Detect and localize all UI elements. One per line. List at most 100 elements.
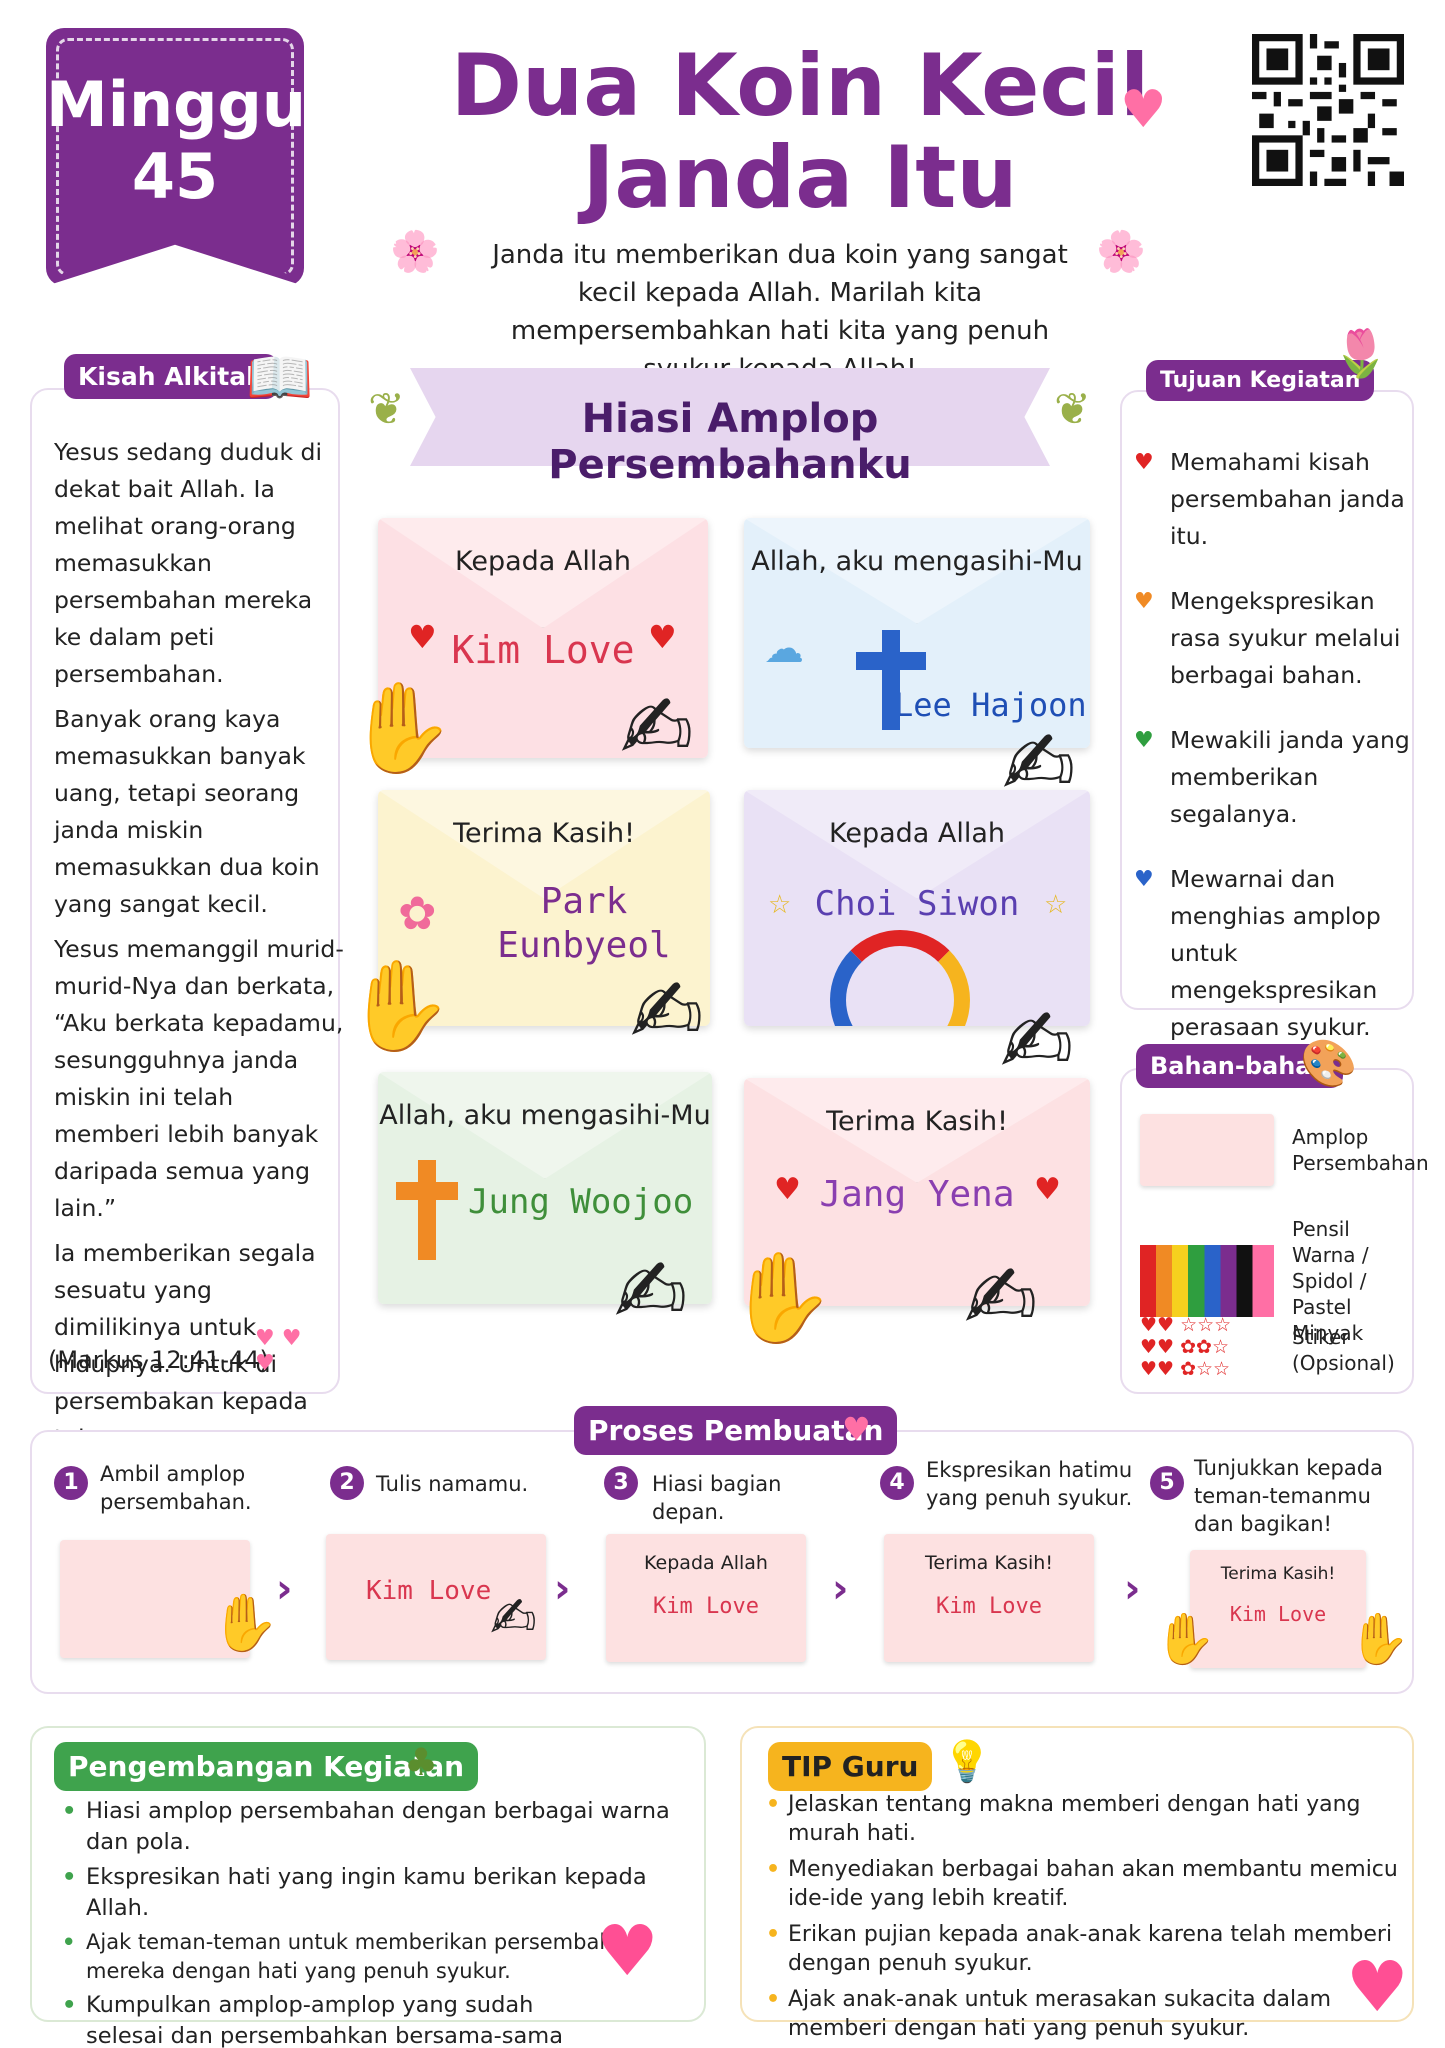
step-label: Ambil amplop persembahan. <box>100 1462 252 1514</box>
goal-item: ♥Mewakili janda yang memberikan segalany… <box>1134 722 1414 833</box>
list-item: Menyediakan berbagai bahan akan membantu… <box>766 1855 1406 1913</box>
material-item: Amplop Persembahan <box>1140 1114 1429 1186</box>
tips-tag: TIP Guru <box>768 1742 933 1791</box>
goals-tag: Tujuan Kegiatan <box>1146 360 1375 401</box>
heart-icon: ♥ <box>842 1410 871 1448</box>
star-icon: ☆ <box>1044 890 1068 920</box>
book-icon: 📖 <box>246 346 314 409</box>
heart-icon: ♥ <box>1120 80 1167 140</box>
flower-icon: 🌸 <box>1096 229 1146 275</box>
hand-icon: ✋ <box>1348 1610 1411 1668</box>
hand-drawing-icon: ✍ <box>614 1240 688 1343</box>
tulip-icon: 🌷 <box>1332 326 1390 380</box>
hand-drawing-icon: ✍ <box>964 1246 1038 1349</box>
sprout-icon: ♣ <box>404 1740 439 1784</box>
envelope-bg <box>378 518 708 758</box>
development-tag: Pengembangan Kegiatan <box>54 1742 479 1791</box>
arrow-icon: › <box>1124 1566 1141 1612</box>
list-item: Hiasi amplop persembahan dengan berbagai… <box>60 1796 680 1858</box>
envelope-name: Park Eunbyeol <box>497 881 671 966</box>
step-label: Ekspresikan hatimu yang penuh syukur. <box>926 1458 1133 1510</box>
cross-icon <box>856 652 926 670</box>
envelope-card: Kepada Allah Choi Siwon ☆ ☆ <box>744 790 1090 1026</box>
hand-icon: ✋ <box>726 1246 836 1349</box>
heart-icon: ♥ <box>1134 867 1154 892</box>
envelope-name: Kim Love <box>451 628 635 672</box>
hand-icon: ✋ <box>1154 1610 1217 1668</box>
step-label: Tulis namamu. <box>376 1472 529 1496</box>
heart-icon: ♥ <box>1134 728 1154 753</box>
goals-panel <box>1120 390 1414 1010</box>
hearts-icon: ♥ ♥♥ <box>255 1326 302 1376</box>
story-text: Yesus sedang duduk di dekat bait Allah. … <box>54 434 344 1465</box>
envelope-heading: Kepada Allah <box>828 818 1006 849</box>
step-envelope: Kepada Allah Kim Love <box>606 1534 806 1662</box>
step-envelope: Kim Love <box>326 1534 546 1660</box>
title-line-2: Janda Itu <box>582 128 1018 228</box>
step-envelope <box>60 1540 250 1658</box>
bible-reference: (Markus 12:41-44) <box>48 1346 269 1374</box>
hand-icon: ✋ <box>346 676 456 779</box>
title-line-1: Dua Koin Kecil <box>450 36 1150 136</box>
list-item: Ekspresikan hati yang ingin kamu berikan… <box>60 1862 680 1924</box>
qr-code[interactable] <box>1252 34 1404 186</box>
leaf-icon: ❦ <box>1054 384 1091 435</box>
cross-icon <box>418 1160 436 1260</box>
envelope-name: Jang Yena <box>819 1174 1015 1215</box>
flower-icon: ✿ <box>398 886 437 940</box>
step-number: 5 <box>1150 1466 1184 1500</box>
goal-item: ♥Memahami kisah persembahan janda itu. <box>1134 444 1414 555</box>
heart-icon: ♥ <box>774 1172 801 1207</box>
week-label: Minggu <box>46 68 306 141</box>
heart-icon: ♥ <box>648 618 677 656</box>
envelope-card: Terima Kasih! Jang Yena ♥ ♥ <box>744 1078 1090 1306</box>
list-item: Jelaskan tentang makna memberi dengan ha… <box>766 1790 1406 1848</box>
activity-title: Hiasi Amplop Persembahanku <box>548 396 912 488</box>
goal-item: ♥Mewarnai dan menghias amplop untuk meng… <box>1134 861 1414 1046</box>
heart-icon: ♥ <box>1346 1946 1409 2028</box>
star-icon: ☆ <box>768 890 792 920</box>
material-item: ♥♥ ☆☆☆♥♥ ✿✿☆♥♥ ✿☆☆ Stiker (Opsional) <box>1140 1314 1412 1386</box>
step-envelope: Terima Kasih! Kim Love <box>884 1534 1094 1662</box>
cloud-icon: ☁ <box>764 626 804 672</box>
envelope-card: Kepada Allah Kim Love ♥ ♥ <box>378 518 708 758</box>
step-number: 2 <box>330 1466 364 1500</box>
envelope-name: Choi Siwon <box>814 884 1020 924</box>
material-item: Pensil Warna / Spidol / Pastel Minyak <box>1140 1216 1412 1346</box>
envelope-heading: Terima Kasih! <box>826 1106 1008 1137</box>
list-item: Kumpulkan amplop-amplop yang sudah seles… <box>60 1990 590 2048</box>
envelope-bg <box>744 518 1090 748</box>
envelope-bg <box>744 1078 1090 1306</box>
step-number: 1 <box>54 1466 88 1500</box>
list-item: Ajak anak-anak untuk merasakan sukacita … <box>766 1985 1356 2043</box>
flower-icon: 🌸 <box>390 229 440 275</box>
story-tag: Kisah Alkitab <box>64 354 279 399</box>
heart-icon: ♥ <box>1134 450 1154 475</box>
heart-icon: ♥ <box>408 618 437 656</box>
step-number: 3 <box>604 1466 638 1500</box>
envelope-card: Terima Kasih! Park Eunbyeol ✿ <box>378 790 710 1026</box>
envelope-heading: Terima Kasih! <box>453 818 635 849</box>
cross-icon <box>396 1182 458 1200</box>
envelope-heading: Allah, aku mengasihi-Mu <box>751 546 1083 577</box>
hand-icon: ✋ <box>210 1591 280 1656</box>
hand-drawing-icon: ✍ <box>490 1586 537 1651</box>
materials-tag: Bahan-bahan <box>1136 1044 1343 1088</box>
story-paragraph: Banyak orang kaya memasukkan banyak uang… <box>54 705 320 918</box>
hand-drawing-icon: ✍ <box>620 676 694 779</box>
activity-banner <box>410 368 1050 466</box>
list-item: Erikan pujian kepada anak-anak karena te… <box>766 1920 1406 1978</box>
step-envelope: Terima Kasih! Kim Love <box>1190 1550 1366 1668</box>
step-label: Hiasi bagian depan. <box>652 1472 782 1524</box>
page-subtitle: Janda itu memberikan dua koin yang sanga… <box>492 240 1068 384</box>
arrow-icon: › <box>832 1566 849 1612</box>
hand-drawing-icon: ✍ <box>1000 990 1074 1093</box>
hand-icon: ✋ <box>344 954 454 1057</box>
heart-icon: ♥ <box>596 1910 659 1992</box>
hand-drawing-icon: ✍ <box>630 960 704 1063</box>
envelope-card: Allah, aku mengasihi-Mu Lee Hajoon ☁ <box>744 518 1090 748</box>
week-number: 45 <box>131 140 219 213</box>
step-label: Tunjukkan kepada teman-temanmu dan bagik… <box>1194 1456 1383 1536</box>
goal-item: ♥Mengekspresikan rasa syukur melalui ber… <box>1134 583 1414 694</box>
colored-pencils-icon <box>1140 1245 1274 1317</box>
